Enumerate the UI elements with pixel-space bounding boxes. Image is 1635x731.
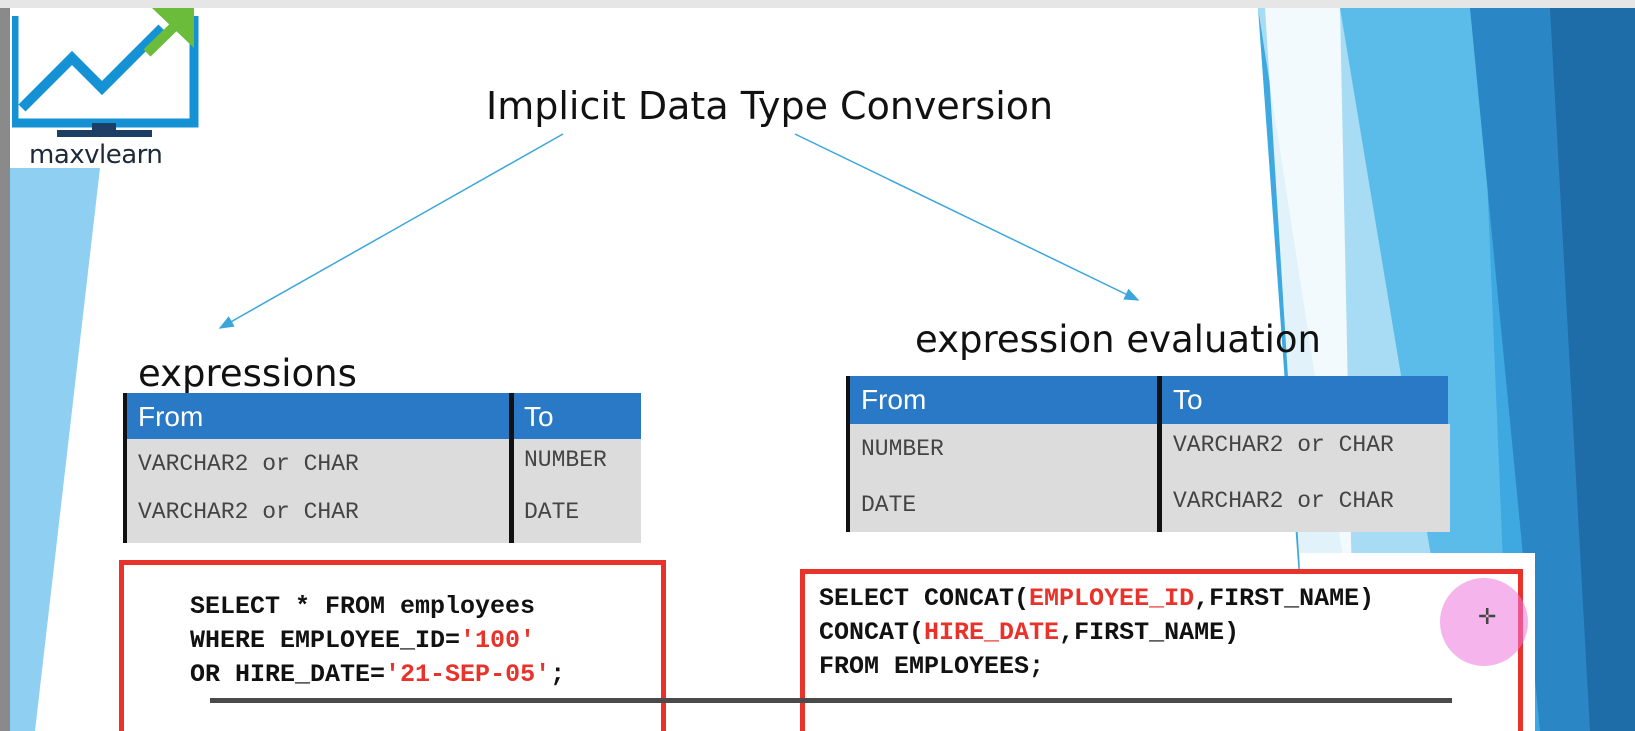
code-argument: HIRE_DATE [924,618,1060,647]
code-line-rest: ,FIRST_NAME) [1059,618,1240,647]
table-border [123,393,127,543]
arrow-to-expressions [218,133,564,329]
window-top-bar [0,0,1635,8]
maxvlearn-logo: maxvlearn [10,8,204,176]
table-cell: DATE [848,478,1160,532]
table-cell: VARCHAR2 or CHAR [125,487,512,543]
code-line-prefix: WHERE EMPLOYEE_ID= [190,626,461,655]
logo-text: maxvlearn [29,140,163,170]
code-line-prefix: OR HIRE_DATE= [190,660,386,689]
code-literal: '21-SEP-05' [385,660,551,689]
right-sql-code: SELECT CONCAT(EMPLOYEE_ID,FIRST_NAME) CO… [819,582,1374,684]
table-cell: NUMBER [848,424,1160,478]
table-cell: VARCHAR2 or CHAR [1160,478,1450,532]
code-line-prefix: SELECT CONCAT( [819,584,1030,613]
code-line-rest: ,FIRST_NAME) [1194,584,1375,613]
table-cell: NUMBER [512,439,641,487]
table-header-to: To [1160,376,1448,424]
cursor-icon: ✛ [1478,604,1497,629]
table-cell: VARCHAR2 or CHAR [125,439,512,487]
table-border [846,376,850,532]
table-divider [509,393,514,543]
left-sql-code: SELECT * FROM employees WHERE EMPLOYEE_I… [190,590,565,692]
right-sql-code-box [800,569,1523,731]
video-progress-bar[interactable] [210,698,1452,703]
code-literal: '100' [460,626,536,655]
branch-arrows [218,133,1140,329]
window-left-border [0,8,10,731]
table-header-to: To [512,393,641,439]
code-line-prefix: CONCAT( [819,618,925,647]
table-cell: VARCHAR2 or CHAR [1160,424,1450,478]
table-divider [1157,376,1162,532]
table-cell: DATE [512,487,641,543]
arrow-to-expression-evaluation [794,133,1140,301]
logo-chart-monitor-icon [10,8,204,137]
cursor-highlight [1440,578,1528,666]
table-header-from: From [125,393,512,439]
code-line: FROM EMPLOYEES; [819,652,1045,681]
table-header-from: From [848,376,1160,424]
code-line: SELECT * FROM employees [190,592,536,621]
code-argument: EMPLOYEE_ID [1029,584,1195,613]
expressions-heading: expressions [138,352,357,395]
slide: maxvlearn Implicit Data Type Conversion … [10,8,1635,731]
slide-title: Implicit Data Type Conversion [486,84,1054,128]
code-line-suffix: ; [550,660,566,689]
expression-evaluation-heading: expression evaluation [915,318,1321,361]
